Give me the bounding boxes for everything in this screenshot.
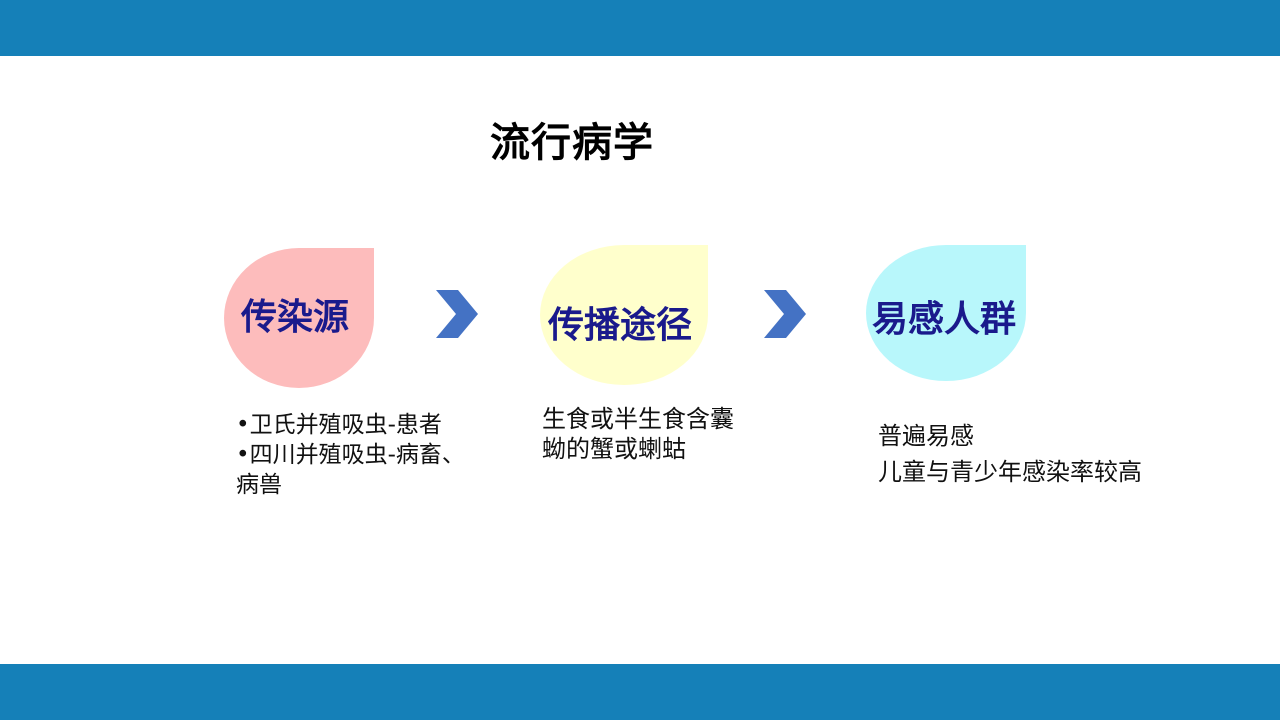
susceptible-drop-shape — [866, 245, 1026, 381]
transmission-label: 传播途径 — [548, 305, 693, 346]
source-desc-line-1: •卫氏并殖吸虫-患者 — [236, 412, 442, 438]
source-desc-line-2: •四川并殖吸虫-病畜、 — [236, 442, 465, 468]
susceptible-description: 普遍易感 儿童与青少年感染率较高 — [878, 418, 1142, 490]
transmission-desc-line-2: 蚴的蟹或蝲蛄 — [542, 435, 686, 463]
susceptible-label: 易感人群 — [872, 299, 1017, 340]
slide-title: 流行病学 — [490, 120, 654, 166]
bottom-banner — [0, 664, 1280, 720]
susceptible-desc-line-1: 普遍易感 — [878, 422, 974, 450]
transmission-desc-line-1: 生食或半生食含囊 — [542, 405, 734, 433]
chevron-right-icon — [436, 290, 478, 338]
top-banner — [0, 0, 1280, 56]
susceptible-desc-line-2: 儿童与青少年感染率较高 — [878, 458, 1142, 486]
source-label: 传染源 — [241, 297, 350, 338]
source-desc-line-3: 病兽 — [236, 472, 282, 498]
transmission-description: 生食或半生食含囊 蚴的蟹或蝲蛄 — [542, 404, 734, 464]
transmission-drop-shape — [540, 245, 708, 385]
chevron-right-icon — [764, 290, 806, 338]
source-drop-shape — [224, 248, 374, 388]
source-description: •卫氏并殖吸虫-患者 •四川并殖吸虫-病畜、 病兽 — [236, 410, 465, 500]
